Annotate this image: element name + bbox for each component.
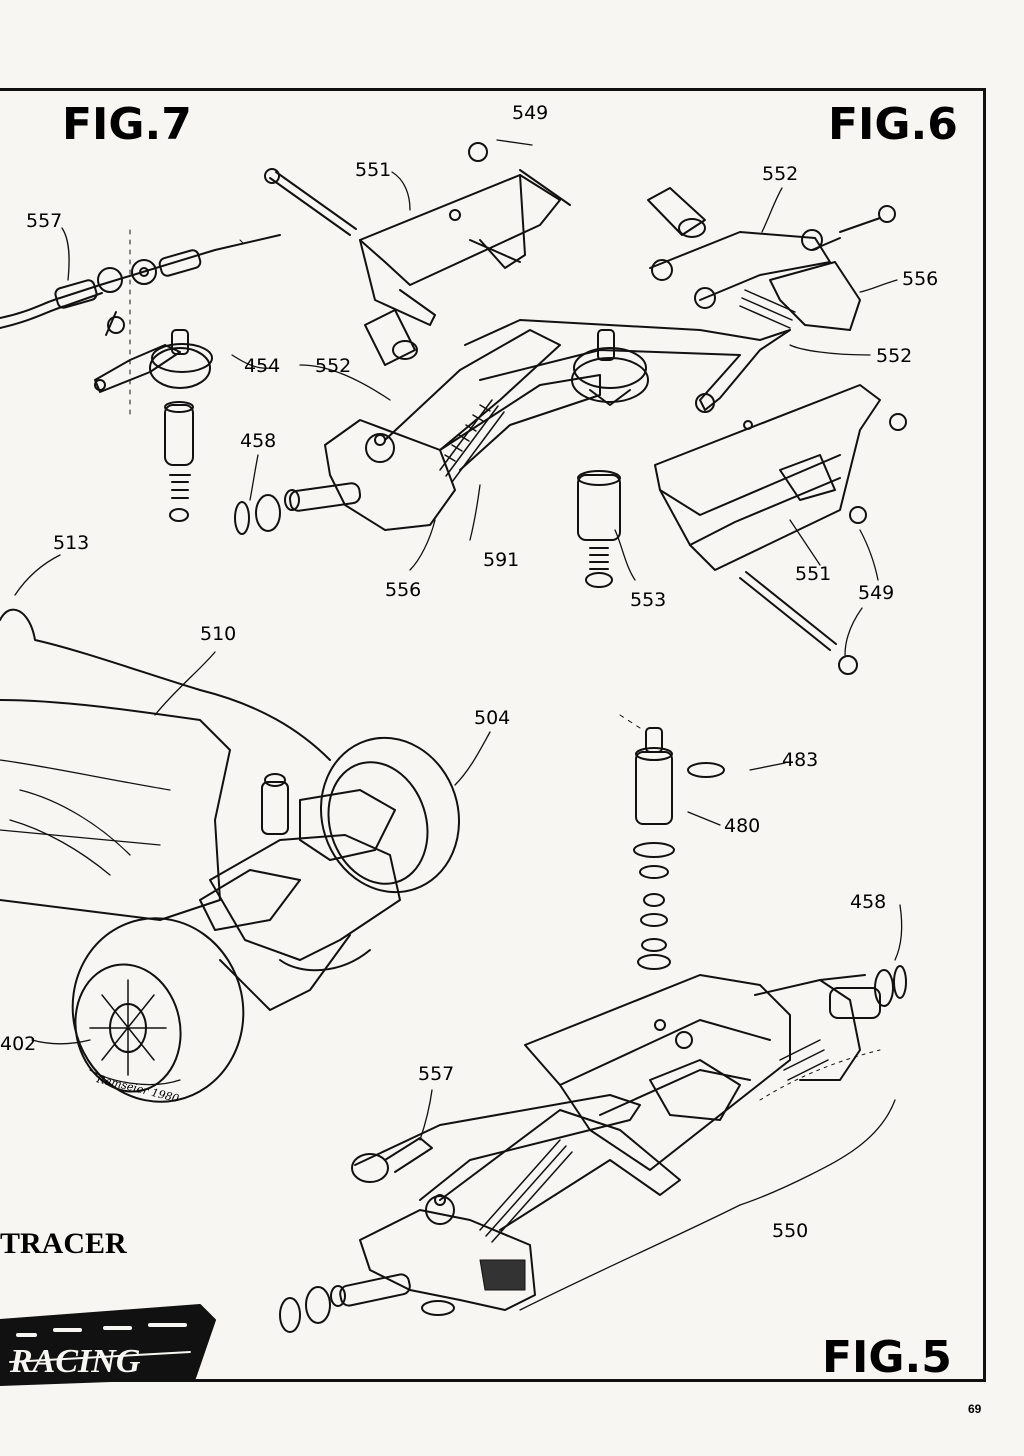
page-number: 69 bbox=[968, 1402, 982, 1416]
label-549-top: 549 bbox=[512, 102, 548, 124]
racing-wordmark: RACING bbox=[9, 1343, 141, 1380]
label-483: 483 bbox=[782, 749, 818, 771]
label-458-lower: 458 bbox=[850, 891, 886, 913]
label-556-right: 556 bbox=[902, 268, 938, 290]
label-510: 510 bbox=[200, 623, 236, 645]
fig5-title: FIG.5 bbox=[822, 1332, 952, 1383]
front-assembly-drawing bbox=[279, 714, 907, 1333]
label-513: 513 bbox=[53, 532, 89, 554]
racing-logo bbox=[0, 1304, 216, 1386]
label-550: 550 bbox=[772, 1220, 808, 1242]
label-552-right: 552 bbox=[762, 163, 798, 185]
diagram-frame bbox=[0, 88, 986, 1382]
label-504: 504 bbox=[474, 707, 510, 729]
tracer-wordmark: TRACER bbox=[0, 1227, 127, 1260]
label-553: 553 bbox=[630, 589, 666, 611]
steering-assembly-drawing bbox=[0, 229, 281, 522]
label-551-lower: 551 bbox=[795, 563, 831, 585]
fig7-title: FIG.7 bbox=[62, 99, 192, 150]
label-557-lower: 557 bbox=[418, 1063, 454, 1085]
label-556-left: 556 bbox=[385, 579, 421, 601]
label-552-left: 552 bbox=[315, 355, 351, 377]
label-551-top: 551 bbox=[355, 159, 391, 181]
fig6-title: FIG.6 bbox=[828, 99, 958, 150]
label-557-left: 557 bbox=[26, 210, 62, 232]
label-549-lower: 549 bbox=[858, 582, 894, 604]
rear-suspension-exploded-drawing bbox=[61, 139, 907, 675]
label-458-top: 458 bbox=[240, 430, 276, 452]
label-480: 480 bbox=[724, 815, 760, 837]
label-402: 402 bbox=[0, 1033, 36, 1055]
label-454: 454 bbox=[244, 355, 280, 377]
label-591: 591 bbox=[483, 549, 519, 571]
buggy-chassis-drawing bbox=[0, 554, 491, 1103]
artist-signature: Ramseier 1980 bbox=[94, 1072, 180, 1105]
label-552-lower: 552 bbox=[876, 345, 912, 367]
